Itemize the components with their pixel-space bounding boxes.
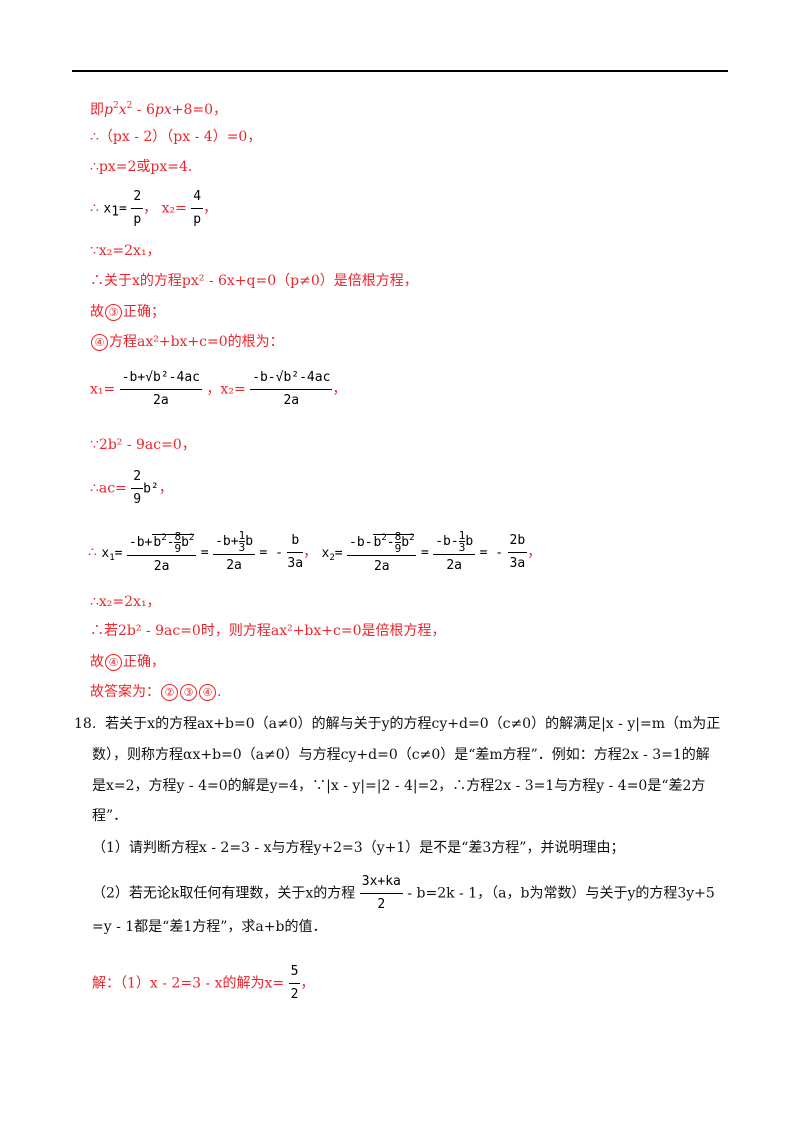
solution-line-5: ∵x₂=2x₁， xyxy=(90,243,161,259)
solution-line-3: ∴px=2或px=4. xyxy=(90,159,193,175)
question-18-line-4: 程”． xyxy=(92,808,128,824)
circled-number-4: ④ xyxy=(91,334,108,351)
circled-number-2: ② xyxy=(161,684,178,701)
solution-line-2: ∴（px - 2）（px - 4）=0， xyxy=(90,129,262,145)
solution-line-13: ∴x₂=2x₁， xyxy=(90,594,161,610)
question-18-part-2-cont: =y - 1都是“差1方程”，求a+b的值． xyxy=(92,919,327,935)
solution-line-6: ∴关于x的方程px² - 6x+q=0（p≠0）是倍根方程， xyxy=(90,273,418,289)
question-18-line-3: 是x=2，方程y - 4=0的解是y=4，∵|x - y|=|2 - 4|=2，… xyxy=(92,778,706,794)
question-18-line-2: 数），则称方程αx+b=0（a≠0）与方程cy+d=0（c≠0）是“差m方程”．… xyxy=(92,747,710,763)
circled-number-4: ④ xyxy=(105,654,122,671)
circled-number-4: ④ xyxy=(199,684,216,701)
question-18-part-1: （1）请判断方程x - 2=3 - x与方程y+2=3（y+1）是不是“差3方程… xyxy=(92,840,625,856)
solution-line-14: ∴若2b² - 9ac=0时，则方程ax²+bx+c=0是倍根方程， xyxy=(90,623,446,639)
circled-number-3: ③ xyxy=(105,304,122,321)
solution-line-10: ∵2b² - 9ac=0， xyxy=(90,437,196,453)
header-rule xyxy=(72,70,728,72)
question-18-line-1: 18. 若关于x的方程ax+b=0（a≠0）的解与关于y的方程cy+d=0（c≠… xyxy=(74,716,721,732)
circled-number-3: ③ xyxy=(180,684,197,701)
solution-line-1: 即p2x2 - 6px+8=0， xyxy=(90,101,228,118)
